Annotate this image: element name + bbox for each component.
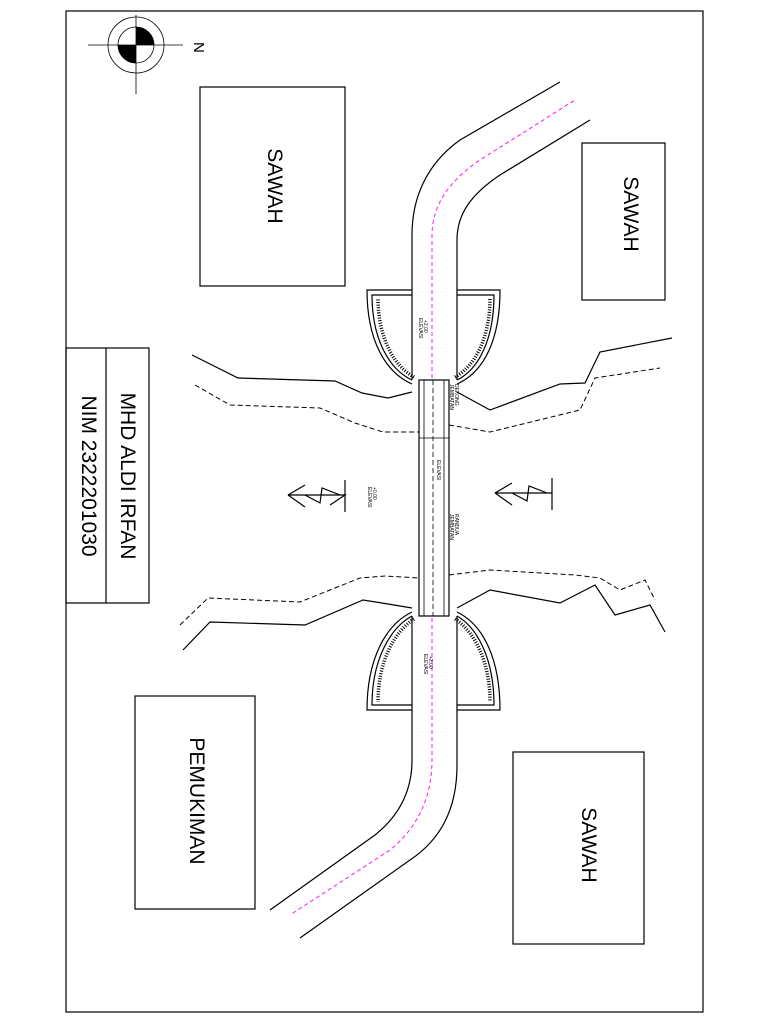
bridge-main-label: JEMBATAN xyxy=(448,514,454,540)
flow-arrow-left-icon xyxy=(287,480,347,512)
compass-icon: N xyxy=(88,15,207,94)
upper-road-centerline xyxy=(431,99,576,378)
pemukiman-box xyxy=(134,695,256,910)
river-bank-lower xyxy=(179,569,666,651)
bridge-upper-label-2: DEKONG xyxy=(453,384,459,406)
elev-river-label: ELEVASI xyxy=(366,487,372,507)
sawah-top-left-label: SAWAH xyxy=(263,148,286,223)
upper-abutment xyxy=(366,289,501,385)
sawah-bottom-right-label: SAWAH xyxy=(577,807,600,882)
sawah-top-right-label: SAWAH xyxy=(619,176,642,251)
bridge-upper-label: JEMBATAN xyxy=(448,384,454,410)
pemukiman-label: PEMUKIMAN xyxy=(185,737,208,864)
sheet-border xyxy=(65,10,704,1013)
elev-river-value: +0,00 xyxy=(371,487,377,500)
elev-top-label: ELEVASI xyxy=(417,318,423,338)
lower-road xyxy=(269,616,458,939)
sawah-top-left-box xyxy=(199,86,346,287)
elev-top-value: +2,00 xyxy=(422,320,428,333)
lower-road-centerline xyxy=(289,618,433,916)
elev-bottom-value: +2,00 xyxy=(427,656,433,669)
bridge-main-label-2: RANDUA xyxy=(453,514,459,536)
elev-mid-label: ELEVASI xyxy=(435,460,441,480)
upper-road xyxy=(411,81,591,380)
student-name: MHD ALDI IRFAN xyxy=(116,393,139,560)
student-nim: NIM 2322201030 xyxy=(77,395,100,556)
sawah-bottom-right-box xyxy=(512,751,645,945)
flow-arrow-right-icon xyxy=(494,478,553,510)
title-block: MHD ALDI IRFAN NIM 2322201030 xyxy=(65,347,150,604)
sawah-top-right-box xyxy=(581,142,666,301)
north-label: N xyxy=(190,42,207,53)
elev-bottom-label: ELEVASI xyxy=(422,654,428,674)
bridge-deck xyxy=(418,379,450,617)
river-bank-upper xyxy=(191,337,673,433)
lower-abutment xyxy=(366,611,501,711)
